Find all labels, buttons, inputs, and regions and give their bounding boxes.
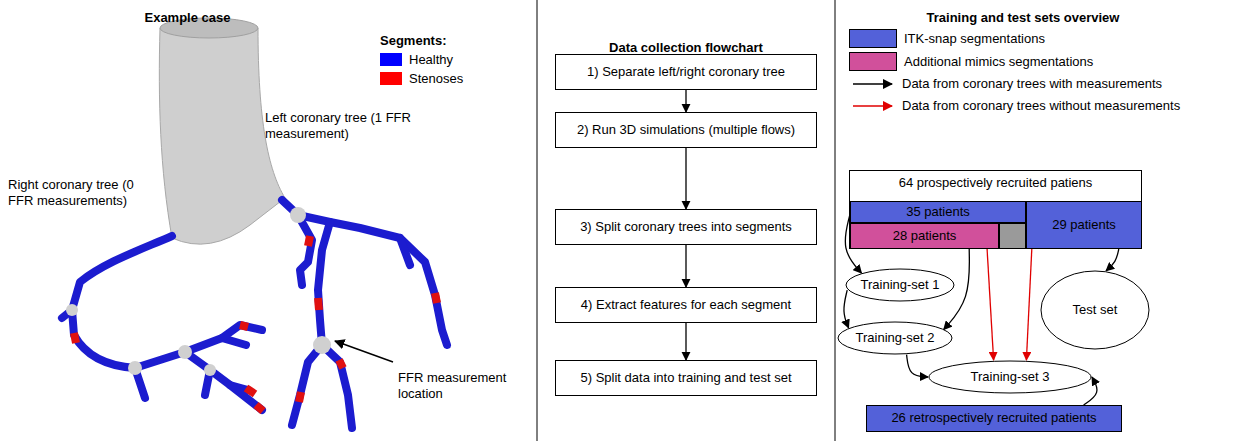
cohort-bar: 35 patients: [850, 201, 1026, 223]
connector-arrow: [685, 323, 686, 360]
legend-text: Data from coronary trees without measure…: [902, 98, 1180, 113]
legend-text: Healthy: [409, 52, 453, 67]
node-text: 3) Split coronary trees into segments: [580, 220, 792, 235]
process-box: 3) Split coronary trees into segments: [555, 209, 817, 245]
connector-arrow: [1026, 249, 1031, 360]
cohort-bar: 29 patients: [1026, 201, 1142, 249]
connector-arrow: [685, 90, 686, 112]
excluded-segment: [999, 223, 1026, 249]
node-text: Training-set 2: [856, 331, 935, 346]
junction: [66, 207, 331, 376]
coronary-tree: [62, 200, 447, 428]
legend-entry: Data from coronary trees with measuremen…: [849, 76, 1162, 91]
legend-swatch: [849, 52, 897, 71]
legend-entry: Additional mimics segmentations: [849, 52, 1093, 71]
legend-entry: Healthy: [380, 52, 453, 67]
node-text: 26 retrospectively recruited patients: [891, 411, 1096, 426]
stenosis-segments: [74, 236, 437, 411]
cohort-box: 64 prospectively recruited patiens 35 pat…: [849, 170, 1142, 249]
node-text: 1) Separate left/right coronary tree: [587, 65, 785, 80]
dataset-ellipse: Training-set 3: [928, 360, 1092, 394]
process-box: 2) Run 3D simulations (multiple flows): [555, 112, 817, 148]
node-text: 5) Split data into training and test set: [580, 371, 791, 386]
panel-title: Example case: [100, 10, 275, 26]
process-box: 4) Extract features for each segment: [555, 287, 817, 323]
node-text: 29 patients: [1052, 218, 1116, 233]
connector-arrow: [685, 245, 686, 287]
legend-text: ITK-snap segmentations: [904, 31, 1045, 46]
legend-swatch: [380, 53, 402, 66]
node-text: Training-set 3: [971, 370, 1050, 385]
connector-arrow: [1106, 249, 1119, 271]
tree-label: Left coronary tree (1 FFR measurement): [265, 110, 433, 141]
connector-arrow: [844, 290, 849, 328]
connector-arrow: [685, 148, 686, 209]
leader-arrow: [335, 341, 393, 362]
legend-swatch: [380, 72, 402, 85]
node-text: Test set: [1073, 303, 1118, 318]
cohort-bar: 28 patients: [850, 223, 999, 249]
panel-divider: [537, 0, 538, 441]
connector-arrow: [987, 249, 994, 360]
node-text: 4) Extract features for each segment: [581, 298, 791, 313]
legend-text: Data from coronary trees with measuremen…: [902, 76, 1162, 91]
node-text: 35 patients: [906, 205, 970, 220]
dataset-ellipse: Test set: [1040, 270, 1150, 350]
legend-arrow: [849, 77, 895, 91]
legend-swatch: [849, 29, 897, 48]
dataset-ellipse: Training-set 1: [845, 268, 955, 302]
legend-text: Stenoses: [409, 71, 463, 86]
callout-label: FFR measurement location: [398, 370, 523, 401]
panel-title: Data collection flowchart: [596, 40, 776, 56]
process-box: 1) Separate left/right coronary tree: [555, 54, 817, 90]
tree-label: Right coronary tree (0 FFR measurements): [8, 177, 158, 208]
legend-text: Additional mimics segmentations: [904, 54, 1093, 69]
dataset-ellipse: Training-set 2: [837, 321, 953, 355]
legend-entry: Stenoses: [380, 71, 463, 86]
connector-arrow: [907, 355, 928, 377]
process-box: 5) Split data into training and test set: [555, 360, 817, 396]
node-text: Training-set 1: [861, 278, 940, 293]
legend-entry: Data from coronary trees without measure…: [849, 98, 1180, 113]
node-text: 2) Run 3D simulations (multiple flows): [577, 123, 795, 138]
panel-divider: [835, 0, 836, 441]
legend-arrow: [849, 99, 895, 113]
panel-title: Training and test sets overview: [913, 10, 1133, 26]
node-text: 64 prospectively recruited patiens: [899, 176, 1093, 191]
legend-entry: ITK-snap segmentations: [849, 29, 1045, 48]
cohort-box: 26 retrospectively recruited patients: [866, 405, 1122, 432]
legend-heading: Segments:: [380, 33, 446, 49]
node-text: 28 patients: [893, 229, 957, 244]
